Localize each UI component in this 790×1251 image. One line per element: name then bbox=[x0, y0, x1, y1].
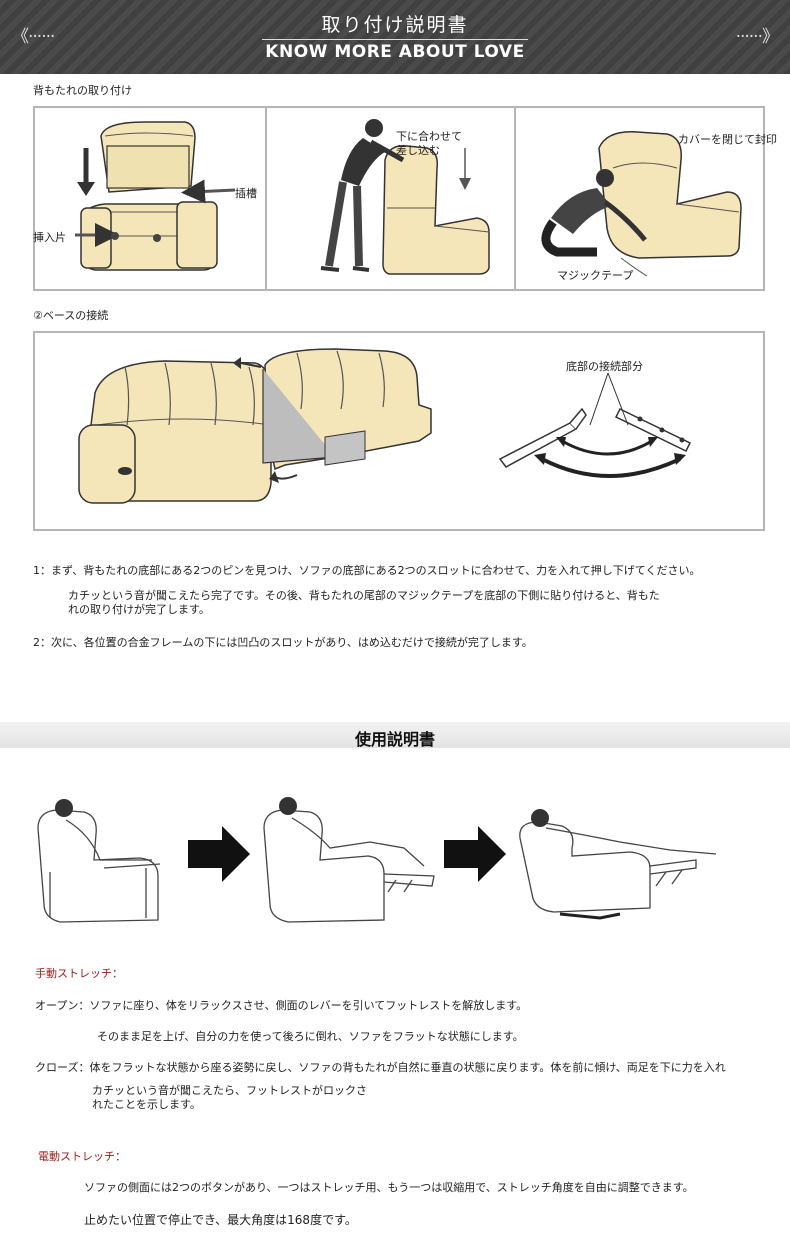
close-cover-label: カバーを閉じて封印 bbox=[678, 133, 777, 146]
usage-title: 使用説明書 bbox=[354, 730, 435, 749]
semi-reclined-chair bbox=[263, 797, 435, 923]
manual-open-text-1: オープン：ソファに座り、体をリラックスさせ、側面のレバーを引いてフットレストを解… bbox=[35, 999, 528, 1012]
instruction-step-1: 1：まず、背もたれの底部にある2つのピンを見つけ、ソファの底部にある2つのスロッ… bbox=[33, 564, 701, 577]
push-backrest-illustration bbox=[320, 119, 490, 275]
manual-open-text-2: そのまま足を上げ、自分の力を使って後ろに倒れ、ソファをフラットな状態にします。 bbox=[97, 1030, 524, 1043]
upright-chair bbox=[37, 799, 161, 923]
instruction-step-2: 2：次に、各位置の合金フレームの下には凹凸のスロットがあり、はめ込むだけで接続が… bbox=[33, 636, 533, 649]
instruction-step-1-continued-line-1: カチッという音が聞こえたら完了です。その後、背もたれの尾部のマジックテープを底部… bbox=[68, 589, 660, 602]
electric-stretch-heading: 電動ストレッチ： bbox=[38, 1150, 126, 1163]
manual-close-text-1: クローズ：体をフラットな状態から座る姿勢に戻し、ソファの背もたれが自然に垂直の状… bbox=[35, 1061, 726, 1074]
section1-heading: 背もたれの取り付け bbox=[33, 84, 132, 97]
header-banner bbox=[0, 0, 790, 74]
frame-divider bbox=[265, 108, 267, 289]
backrest-insert-illustration bbox=[75, 121, 236, 271]
seal-cover-illustration bbox=[541, 131, 742, 277]
base-connection-frame: 底部の接続部分 bbox=[33, 331, 765, 531]
instruction-step-1-continued-line-2: れの取り付けが完了します。 bbox=[68, 603, 210, 616]
page-subtitle: KNOW MORE ABOUT LOVE bbox=[265, 42, 525, 62]
section2-heading: ②ベースの接続 bbox=[33, 309, 109, 322]
manual-close-text-2: カチッという音が聞こえたら、フットレストがロックさ bbox=[92, 1084, 367, 1097]
page-title: 取り付け説明書 bbox=[321, 14, 469, 36]
fully-reclined-chair bbox=[519, 809, 717, 920]
frame-divider bbox=[514, 108, 516, 289]
electric-text-2: 止めたい位置で停止でき、最大角度は168度です。 bbox=[84, 1213, 357, 1227]
recline-sequence-illustration bbox=[37, 797, 717, 923]
sequence-arrow bbox=[444, 826, 506, 882]
sequence-arrow bbox=[188, 826, 250, 882]
manual-stretch-heading: 手動ストレッチ： bbox=[35, 967, 123, 980]
title-divider bbox=[262, 39, 528, 40]
sofa-connection-illustration bbox=[78, 348, 432, 504]
manual-close-text-3: れたことを示します。 bbox=[92, 1098, 201, 1111]
right-arrow-decoration: ······》 bbox=[735, 27, 779, 47]
bottom-connection-label: 底部の接続部分 bbox=[566, 360, 643, 373]
magic-tape-label: マジックテープ bbox=[557, 269, 634, 282]
align-down-label-1: 下に合わせて bbox=[396, 130, 462, 143]
backrest-steps-frame: 插槽 挿入片 下に合わせて 差し込む カバーを閉じて封印 マジックテープ bbox=[33, 106, 777, 291]
usage-title-band bbox=[0, 722, 790, 748]
left-arrow-decoration: 《······ bbox=[12, 27, 55, 47]
insert-piece-label: 挿入片 bbox=[33, 231, 66, 244]
electric-text-1: ソファの側面には2つのボタンがあり、一つはストレッチ用、もう一つは収縮用で、スト… bbox=[84, 1181, 694, 1194]
slot-label: 插槽 bbox=[235, 187, 257, 200]
bottom-joint-diagram bbox=[498, 372, 692, 478]
align-down-label-2: 差し込む bbox=[396, 144, 440, 157]
